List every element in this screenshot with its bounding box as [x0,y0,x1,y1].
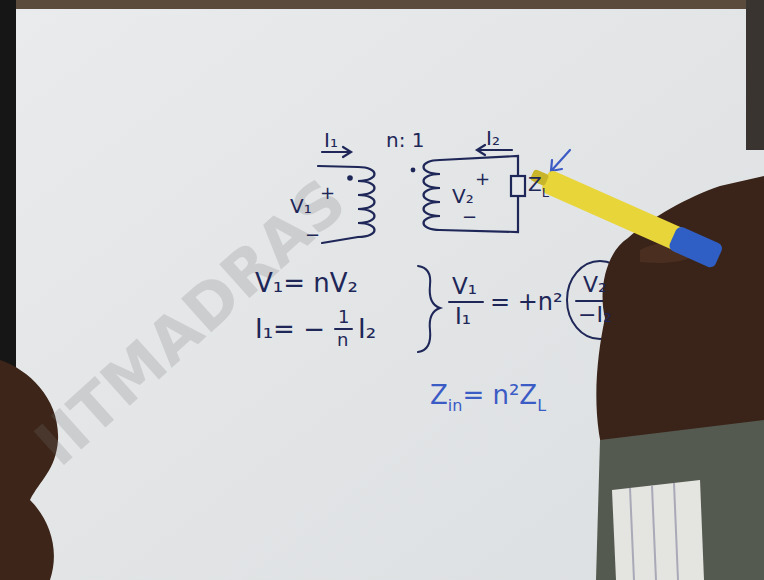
polarity-sign: − [305,226,320,244]
transformer-symbol [318,145,525,243]
impedance-subscript: L [542,186,549,199]
equation-marks [335,261,633,352]
impedance-subscript: L [537,398,546,414]
fraction-numerator: V₂ [583,274,607,296]
curly-brace [418,266,440,352]
fraction-bar [449,301,483,303]
fraction-denominator: −I₂ [578,304,612,326]
input-impedance-equation: Zin= n²ZL [430,382,546,414]
equation-term: = n²Z [462,382,537,408]
current-label: I₂ [486,128,500,148]
cuff-stripes [630,483,678,580]
equation-term: = +n² [490,290,563,314]
impedance-symbol: Z [430,382,448,408]
fraction-numerator: 1 [338,308,349,326]
fraction-bar [335,328,352,330]
fraction-numerator: V₁ [452,275,477,298]
polarity-sign: − [462,208,477,226]
secondary-coil [424,160,441,230]
voltage-label: V₁ [290,196,312,216]
impedance-subscript: in [448,398,463,414]
secondary-wire [440,196,518,232]
turns-ratio: n: 1 [386,130,425,150]
impedance-symbol: Z [528,174,542,194]
primary-coil [358,167,375,237]
current-term: I₂ [358,316,376,342]
marker-body [540,169,687,252]
left-hand [0,360,58,580]
voltage-equation: V₁= nV₂ [255,270,358,296]
pointer-arrow [551,150,570,171]
top-border [0,0,764,9]
sleeve [596,420,764,580]
fraction-denominator: I₁ [455,305,471,328]
load-label: ZL [528,174,549,199]
fraction-denominator: n [337,331,348,349]
impedance-box [511,176,525,196]
shirt-cuff [612,480,704,580]
right-border [746,0,764,150]
current-equation: I₁= − [255,316,325,342]
polarity-sign: + [475,170,490,188]
polarity-dot [411,168,416,173]
current-label: I₁ [324,130,338,150]
marker-cap [668,225,724,269]
voltage-label: V₂ [452,186,474,206]
primary-wire [318,166,358,167]
marker-pen [527,162,724,269]
polarity-dot [347,175,353,181]
polarity-sign: + [320,184,335,202]
